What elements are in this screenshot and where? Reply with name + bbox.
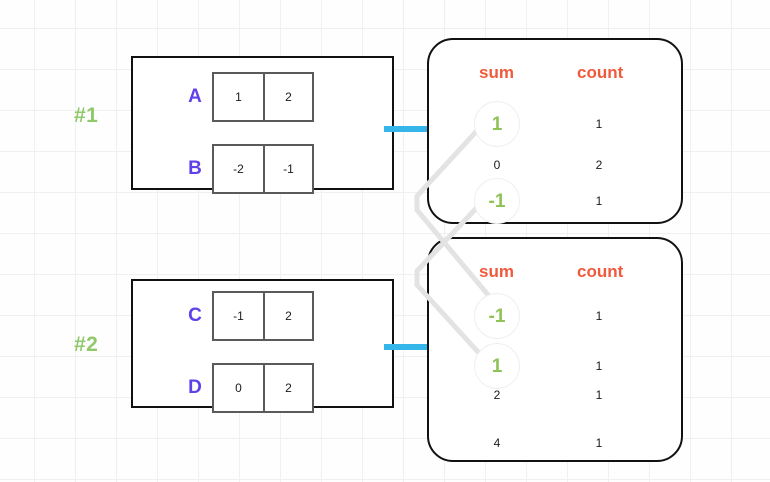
cell-b-1: -1 <box>263 146 312 192</box>
value-pair-d: 0 2 <box>212 363 314 413</box>
cell-b-0: -2 <box>233 162 244 176</box>
column-header-count-1: count <box>577 63 624 82</box>
cell-d-0: 0 <box>235 381 242 395</box>
row-letter-d: D <box>188 377 202 398</box>
input-group-2: C -1 2 D 0 2 <box>131 279 394 413</box>
value-pair-c: -1 2 <box>212 291 314 341</box>
cell-c-0: -1 <box>233 309 244 323</box>
count-value-1-0: 1 <box>595 117 603 131</box>
row-letter-b: B <box>188 158 202 179</box>
sum-value-2-1: 1 <box>474 343 520 389</box>
group-label-1: #1 <box>74 104 99 127</box>
result-panel-1: sum count 1 1 0 2 -1 1 <box>427 38 683 224</box>
cell-a-1: 2 <box>263 74 312 120</box>
sum-value-1-0: 1 <box>474 101 520 147</box>
column-header-count-2: count <box>577 262 624 281</box>
count-value-2-2: 1 <box>595 388 603 402</box>
flow-arrow-group-1 <box>384 119 442 139</box>
flow-arrow-group-2 <box>384 337 442 357</box>
count-value-2-1: 1 <box>595 359 603 373</box>
count-value-2-3: 1 <box>595 436 603 450</box>
group-label-2: #2 <box>74 333 99 356</box>
value-pair-b: -2 -1 <box>212 144 314 194</box>
sum-value-2-3: 4 <box>493 436 501 450</box>
input-row-c: C -1 2 <box>178 291 314 341</box>
sum-value-2-0: -1 <box>474 293 520 339</box>
cell-c-1: 2 <box>263 293 312 339</box>
result-panel-2: sum count -1 1 1 1 2 1 4 1 <box>427 237 683 462</box>
row-letter-c: C <box>188 305 202 326</box>
sum-value-2-2: 2 <box>493 388 501 402</box>
input-group-1: A 1 2 B -2 -1 <box>131 56 394 194</box>
count-value-2-0: 1 <box>595 309 603 323</box>
column-header-sum-2: sum <box>479 262 514 281</box>
value-pair-a: 1 2 <box>212 72 314 122</box>
count-value-1-2: 1 <box>595 194 603 208</box>
input-row-b: B -2 -1 <box>178 144 314 194</box>
cell-d-1: 2 <box>263 365 312 411</box>
input-row-d: D 0 2 <box>178 363 314 413</box>
column-header-sum-1: sum <box>479 63 514 82</box>
sum-value-1-2: -1 <box>474 178 520 224</box>
cell-a-0: 1 <box>235 90 242 104</box>
input-row-a: A 1 2 <box>178 72 314 122</box>
sum-value-1-1: 0 <box>493 158 501 172</box>
row-letter-a: A <box>188 86 202 107</box>
count-value-1-1: 2 <box>595 158 603 172</box>
